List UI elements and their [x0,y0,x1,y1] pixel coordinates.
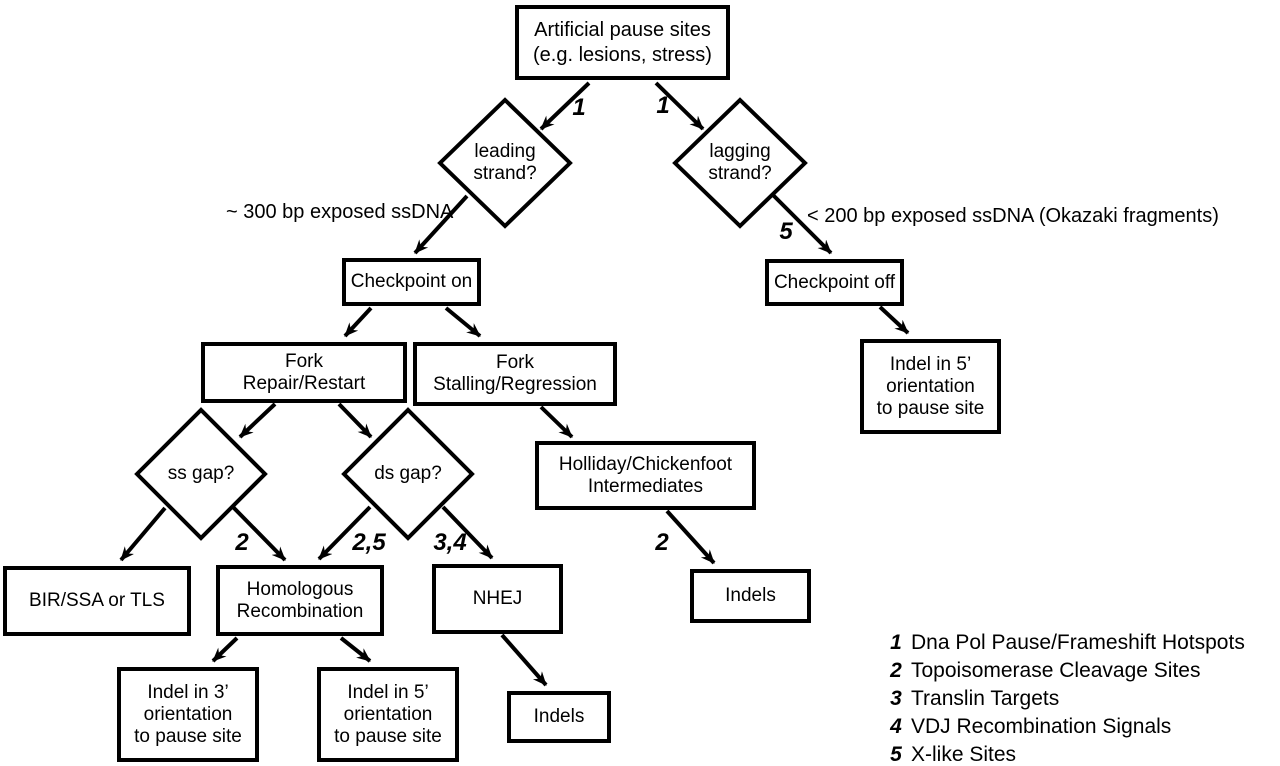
legend-item-text: VDJ Recombination Signals [911,715,1172,738]
arrow-checkpoint-on-to-fork-repair [343,306,373,338]
legend-item-text: Topoisomerase Cleavage Sites [911,659,1201,682]
legend-item: 4 VDJ Recombination Signals [888,713,1245,741]
legend-item-text: Dna Pol Pause/Frameshift Hotspots [911,631,1245,654]
node-bir-ssa-tls: BIR/SSA or TLS [3,566,191,636]
node-nhej: NHEJ [432,564,563,634]
legend-item: 2 Topoisomerase Cleavage Sites [888,657,1245,685]
node-lagging-strand-label: lagging strand? [708,141,772,184]
arrow-ss-gap-to-hr [230,504,287,562]
legend-item-number: 1 [890,631,902,654]
node-indel-5-right: Indel in 5’ orientation to pause site [860,339,1001,434]
arrow-nhej-to-indels [500,633,548,687]
node-fork-stalling-regression: Fork Stalling/Regression [413,342,617,406]
legend-item-number: 3 [890,687,902,710]
arrow-checkpoint-off-to-indel-5 [878,305,910,335]
legend-item-text: X-like Sites [911,743,1017,766]
node-indels-right: Indels [690,569,811,623]
legend-item: 5 X-like Sites [888,741,1245,766]
arrow-holliday-to-indels [665,509,716,565]
edge-label-2-5: 2,5 [352,529,386,556]
arrow-hr-to-indel-5 [339,636,372,663]
arrow-leading-to-checkpoint-on [413,194,469,255]
arrow-ds-gap-to-hr [317,505,372,561]
legend-item-number: 5 [890,743,902,766]
node-indel-3-left: Indel in 3’ orientation to pause site [117,667,259,762]
leading-strand-diamond [437,97,573,229]
node-ss-gap-label: ss gap? [167,463,235,484]
edge-label-1-leading: 1 [572,94,586,121]
legend-item: 3 Translin Targets [888,685,1245,713]
arrow-fork-repair-to-ss-gap [238,402,277,439]
node-artificial-pause-sites: Artificial pause sites (e.g. lesions, st… [515,5,730,80]
edge-label-2-holliday: 2 [655,529,669,556]
arrow-top-to-leading [539,81,591,131]
node-ds-gap-label: ds gap? [374,463,442,484]
edge-label-5: 5 [779,218,793,245]
node-indels-bottom: Indels [507,691,611,743]
arrow-ss-gap-to-bir [119,506,167,562]
arrow-hr-to-indel-3 [211,636,239,663]
legend: 1 Dna Pol Pause/Frameshift Hotspots 2 To… [888,629,1245,766]
lagging-strand-diamond [672,97,808,229]
arrow-top-to-lagging [654,81,705,131]
edge-label-1-lagging: 1 [656,92,670,119]
legend-item: 1 Dna Pol Pause/Frameshift Hotspots [888,629,1245,657]
node-checkpoint-off: Checkpoint off [765,259,904,306]
arrow-fork-repair-to-ds-gap [337,402,373,439]
edge-label-2-ss: 2 [235,529,249,556]
arrow-checkpoint-on-to-fork-stalling [444,306,482,338]
node-leading-strand-label: leading strand? [473,141,537,184]
node-homologous-recombination: Homologous Recombination [216,565,384,636]
node-checkpoint-on: Checkpoint on [342,258,481,306]
arrow-fork-stalling-to-holliday [539,405,574,439]
legend-item-number: 4 [890,715,902,738]
edge-label-3-4: 3,4 [433,529,467,556]
annotation-ssdna-right: < 200 bp exposed ssDNA (Okazaki fragment… [807,205,1219,227]
node-indel-5-mid: Indel in 5’ orientation to pause site [317,667,459,762]
node-fork-repair-restart: Fork Repair/Restart [201,342,407,403]
arrow-ds-gap-to-nhej [441,505,494,560]
ds-gap-diamond [341,407,475,541]
node-holliday-chickenfoot: Holliday/Chickenfoot Intermediates [535,441,756,510]
arrow-lagging-to-checkpoint-off [771,193,833,255]
legend-item-number: 2 [890,659,902,682]
annotation-ssdna-left: ~ 300 bp exposed ssDNA [226,201,454,223]
legend-item-text: Translin Targets [911,687,1060,710]
